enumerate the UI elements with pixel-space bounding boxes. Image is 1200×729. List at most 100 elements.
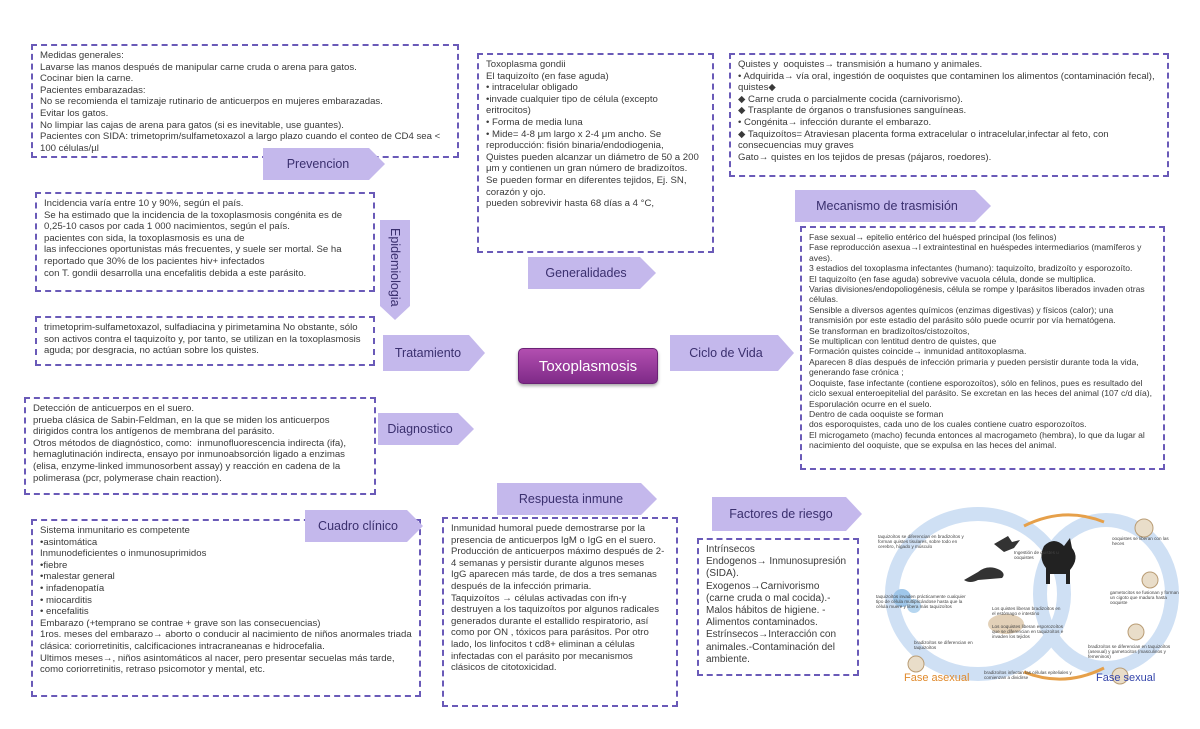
text-line: Quistes pueden alcanzar un diámetro de 5… [486, 151, 702, 175]
text-line: Cocinar bien la carne. [40, 73, 134, 85]
text-line: • miocarditis [40, 594, 92, 606]
cuadro-clinico-content: Sistema inmunitario es competente•asinto… [40, 525, 412, 676]
cell-icon [907, 655, 925, 673]
ciclo-vida-arrow: Ciclo de Vida [670, 335, 794, 371]
text-line: Toxoplasma gondii [486, 59, 566, 70]
respuesta-inmune-label: Respuesta inmune [518, 492, 624, 506]
ciclo-vida-content: Fase sexual→ epitelio entérico del huésp… [809, 232, 1156, 451]
cyst-icon [988, 614, 1024, 634]
oocyst-icon [1134, 518, 1154, 538]
diagnostico-label: Diagnostico [387, 422, 453, 436]
text-line: Pacientes embarazadas: [40, 84, 146, 96]
epidemiologia-arrow: Epidemiologia [380, 220, 410, 320]
diagram-annotation: bradizoítos se diferencian en taquizoíto… [914, 640, 973, 651]
text-line: •asintomática [40, 536, 98, 548]
mecanismo-label: Mecanismo de trasmisión [816, 199, 958, 213]
diagram-annotation: taquizoítos invaden prácticamente cualqu… [876, 594, 966, 610]
diagram-annotation: gametocitos se fusionan y forman un cigo… [1110, 590, 1179, 606]
arrow-bottom [1023, 666, 1105, 681]
text-line: Esporulación ocurre en el suelo. [809, 398, 932, 409]
prevencion-label: Prevencion [286, 157, 350, 171]
text-line: ◆ Trasplante de órganos o transfusiones … [738, 105, 967, 117]
text-line: Gato→ quistes en los tejidos de presas (… [738, 151, 992, 163]
text-line: Producción de anticuerpos máximo después… [451, 546, 665, 569]
cell-icon [893, 589, 911, 607]
central-topic: Toxoplasmosis [518, 348, 658, 384]
factores-riesgo-label: Factores de riesgo [729, 507, 833, 521]
prevencion-box: Medidas generales:Lavarse las manos desp… [31, 44, 459, 158]
text-line: No se recomienda el tamizaje rutinario d… [40, 96, 383, 108]
diagnostico-box: Detección de anticuerpos en el suero.pru… [24, 397, 376, 495]
epidemiologia-label: Epidemiologia [388, 228, 402, 307]
text-line: • intracelular obligado [486, 82, 578, 94]
cell-icon [907, 599, 921, 613]
text-line: Pacientes con SIDA: trimetoprim/sulfamet… [40, 131, 443, 154]
text-line: Se pueden formar en diferentes tejidos, … [486, 174, 690, 198]
text-line: Medidas generales: [40, 50, 124, 61]
text-line: prueba clásica de Sabin-Feldman, en la q… [33, 414, 333, 438]
prevencion-content: Medidas generales:Lavarse las manos desp… [40, 50, 450, 154]
text-line: ◆ Carne cruda o parcialmente cocida (car… [738, 93, 963, 105]
text-line: dos esporoquistes, cada uno de los cuale… [809, 419, 1087, 430]
text-line: • infadenopatía [40, 582, 105, 594]
text-line: Se transforman en bradizoítos/cistozoíto… [809, 325, 970, 336]
cat-icon [1041, 538, 1076, 584]
epidemiologia-box: Incidencia varía entre 10 y 90%, según e… [35, 192, 375, 292]
text-line: Intrínsecos [706, 544, 755, 555]
cell-icon [1111, 667, 1129, 685]
phase-sexual-label: Fase sexual [1096, 672, 1156, 684]
text-line: las infecciones oportunistas más frecuen… [44, 244, 345, 267]
text-line: pueden sobrevivir hasta 68 días a 4 °C, [486, 198, 655, 210]
cuadro-clinico-box: Sistema inmunitario es competente•asinto… [31, 519, 421, 697]
text-line: Aparecen 8 días después de infección pri… [809, 356, 1142, 378]
cuadro-clinico-label: Cuadro clínico [318, 519, 398, 533]
text-line: El taquizoíto (en fase aguda) [486, 70, 609, 82]
text-line: • encefalitis [40, 606, 89, 618]
tratamiento-arrow: Tratamiento [383, 335, 485, 371]
asexual-cycle-ring [885, 507, 1071, 681]
text-line: •fiebre [40, 559, 68, 571]
text-line: Fase reproducción asexua→l extraintestin… [809, 242, 1144, 263]
text-line: Inmunodeficientes o inmunosuprimidos [40, 548, 207, 560]
text-line: Ooquiste, fase infectante (contiene espo… [809, 377, 1152, 399]
generalidades-arrow: Generalidades [528, 257, 656, 289]
generalidades-label: Generalidades [545, 266, 627, 280]
text-line: Endogenos→ Inmunosupresión (SIDA). [706, 556, 849, 580]
rat-icon [964, 567, 1004, 582]
text-line: • Adquirida→ vía oral, ingestión de ooqu… [738, 70, 1158, 94]
text-line: Taquizoítos → células activadas con ifn-… [451, 592, 662, 674]
text-line: Fase sexual→ epitelio entérico del huésp… [809, 232, 1057, 242]
text-line: • Congénita→ infección durante el embara… [738, 116, 932, 128]
text-line: El microgameto (macho) fecunda entonces … [809, 429, 1148, 451]
factores-riesgo-arrow: Factores de riesgo [712, 497, 862, 531]
text-line: con T. gondii desarrolla una encefalitis… [44, 267, 307, 279]
text-line: Estrínsecos→Interacción con animales.-Co… [706, 629, 839, 665]
text-line: Detección de anticuerpos en el suero. [33, 403, 195, 414]
text-line: • Forma de media luna [486, 116, 583, 128]
text-line: Quistes y ooquistes→ transmisión a human… [738, 59, 983, 70]
tratamiento-label: Tratamiento [394, 346, 462, 360]
ciclo-vida-label: Ciclo de Vida [689, 346, 763, 360]
mecanismo-box: Quistes y ooquistes→ transmisión a human… [729, 53, 1169, 177]
cuadro-clinico-arrow: Cuadro clínico [305, 510, 423, 542]
respuesta-inmune-content: Inmunidad humoral puede demostrarse por … [451, 523, 669, 674]
diagram-annotation: Los quistes liberan bradizoítos en el es… [992, 606, 1061, 617]
diagram-annotation: Ingestión de quistes u ooquistes [1014, 550, 1059, 561]
text-line: Evitar los gatos. [40, 107, 109, 119]
tratamiento-content: trimetoprim-sulfametoxazol, sulfadiacina… [44, 322, 366, 357]
text-line: Embarazo (+temprano se contrae + grave s… [40, 617, 321, 629]
text-line: •invade cualquier tipo de célula (except… [486, 93, 661, 117]
mecanismo-arrow: Mecanismo de trasmisión [795, 190, 991, 222]
text-line: 3 estadios del toxoplasma infectantes (h… [809, 263, 1133, 274]
text-line: trimetoprim-sulfametoxazol, sulfadiacina… [44, 322, 364, 357]
oocyst-icon [1141, 571, 1159, 589]
text-line: 1ros. meses del embarazo→ aborto o condu… [40, 629, 415, 652]
text-line: El taquizoíto (en fase aguda) sobrevive … [809, 273, 1096, 284]
life-cycle-illustration [885, 507, 1179, 685]
ciclo-vida-box: Fase sexual→ epitelio entérico del huésp… [800, 226, 1165, 470]
text-line: Inmunidad humoral puede demostrarse por … [451, 523, 656, 546]
